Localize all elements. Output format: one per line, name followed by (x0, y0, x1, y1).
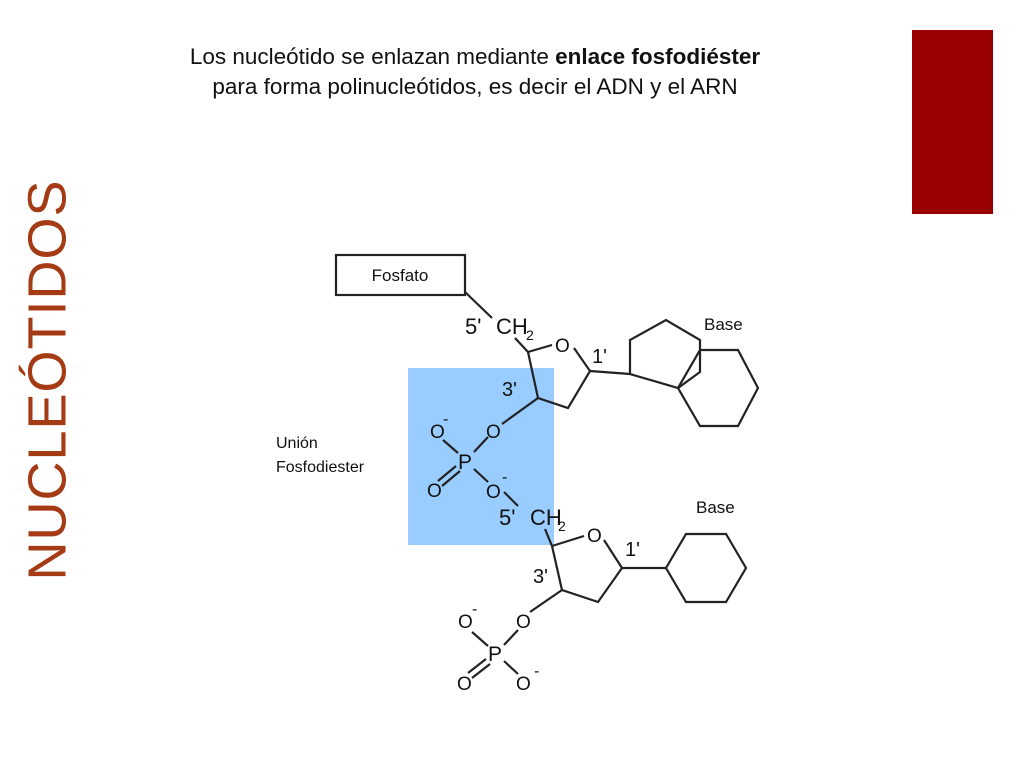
bottom-one-prime: 1' (625, 539, 640, 561)
bond-p-olink (473, 436, 489, 453)
top-three-prime: 3' (502, 379, 517, 401)
end-phosphorus: P (488, 643, 502, 666)
bond-endp-olink (503, 629, 519, 646)
top-five-prime: 5' (465, 314, 481, 339)
top-one-prime: 1' (592, 346, 607, 368)
top-base-ring-six (676, 348, 760, 428)
bond-c3-o-top (501, 397, 539, 425)
mid-phosphorus: P (458, 451, 472, 474)
bond-p-double-1 (437, 465, 457, 482)
bond-p-ominus (442, 439, 459, 454)
bottom-three-prime: 3' (533, 566, 548, 588)
bottom-base-label: Base (696, 498, 735, 517)
bottom-five-prime: 5' (499, 505, 515, 530)
mid-o-link-top: O (486, 422, 501, 443)
bond-p-double-2 (441, 470, 461, 487)
mid-minus-bottom: - (502, 469, 507, 486)
diagram-svg: Fosfato 5' CH 2 O 1' 3' Base O - O P O O… (276, 253, 760, 695)
ring-bond-c4-o-bottom (551, 534, 585, 548)
bottom-sugar-ring (550, 539, 624, 604)
top-ring-oxygen: O (555, 336, 570, 357)
mid-minus-top: - (443, 411, 448, 428)
bottom-ch2-sub: 2 (558, 518, 566, 534)
union-label-line1: Unión (276, 435, 318, 452)
side-title-container: NUCLEÓTIDOS (8, 179, 88, 581)
bond-c3-o-bottom (529, 589, 563, 613)
mid-o-minus-top: O (430, 422, 445, 443)
fosfato-box (334, 253, 467, 297)
heading-bold-term: enlace fosfodiéster (555, 44, 761, 69)
slide-heading: Los nucleótido se enlazan mediante enlac… (60, 42, 890, 102)
top-ch2: CH (496, 314, 528, 339)
bottom-ch2: CH (530, 505, 562, 530)
end-o-minus-top: O (458, 612, 473, 633)
bond-fosfato-ch2 (464, 291, 493, 319)
bond-o-ch2-bottom (503, 491, 519, 507)
end-minus-top: - (472, 601, 477, 618)
heading-line-1: Los nucleótido se enlazan mediante enlac… (60, 42, 890, 72)
ring-bond-c4-o-top (527, 343, 553, 354)
top-base-label: Base (704, 315, 743, 334)
bottom-base-ring (664, 532, 748, 604)
accent-bar (912, 30, 993, 214)
side-title: NUCLEÓTIDOS (18, 179, 78, 581)
bond-ch2-c4-bottom (543, 528, 554, 547)
bond-endp-double-1 (467, 658, 487, 674)
end-o-double: O (457, 674, 472, 695)
phosphodiester-diagram: Fosfato 5' CH 2 O 1' 3' Base O - O P O O… (250, 240, 810, 700)
end-minus-bottom: - (534, 663, 539, 680)
end-o-link: O (516, 612, 531, 633)
bottom-ring-oxygen: O (587, 526, 602, 547)
bond-p-olink-bottom (473, 468, 489, 483)
fosfato-label: Fosfato (372, 266, 429, 285)
phosphodiester-highlight (408, 368, 554, 545)
heading-line-1-text: Los nucleótido se enlazan mediante (189, 44, 556, 69)
bond-endp-ominus (471, 631, 489, 647)
top-sugar-ring (526, 347, 592, 410)
bond-endp-double-2 (471, 663, 491, 679)
top-glycosidic-bond (589, 369, 631, 376)
mid-o-double: O (427, 481, 442, 502)
bond-ch2-c4-top (514, 337, 529, 353)
top-base-ring-five (628, 318, 702, 390)
end-o-minus-bottom: O (516, 674, 531, 695)
mid-o-link-bottom: O (486, 482, 501, 503)
top-ch2-sub: 2 (526, 327, 534, 343)
heading-line-2: para forma polinucleótidos, es decir el … (212, 74, 738, 99)
union-label-line2: Fosfodiester (276, 459, 365, 476)
bond-endp-ominus-bottom (503, 660, 519, 675)
